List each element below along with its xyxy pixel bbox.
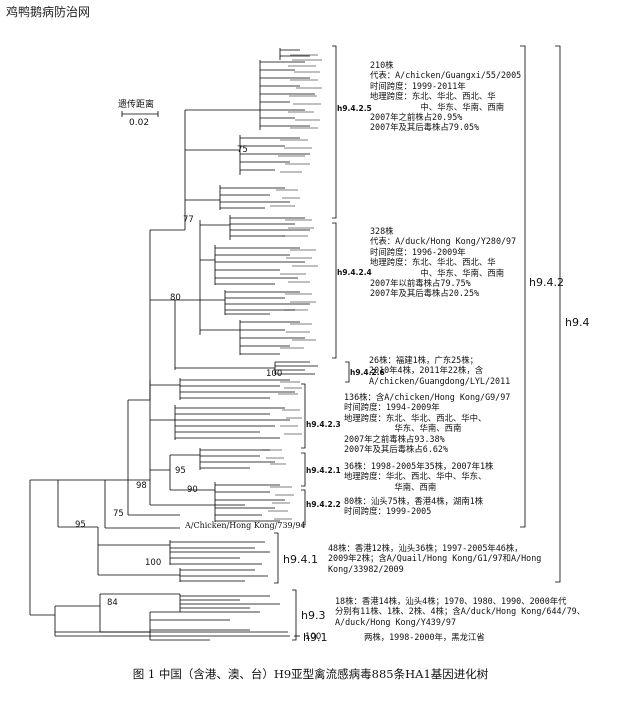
clade-brackets [274,45,561,641]
bootstrap-value: 95 [175,466,186,476]
annotation-h9-1: 两株，1998-2000年，黑龙江省 [364,632,485,642]
scale-bar [121,111,159,117]
clade-label-h9-4-2-1: h9.4.2.1 [306,466,341,475]
bootstrap-value: 98 [136,481,147,491]
annotation-h9-4-2-6: 26株：福建1株，广东25株； 2010年4株，2011年22株，含 A/chi… [369,355,511,386]
clade-label-h9-4-2: h9.4.2 [529,276,564,289]
watermark-text: 鸡鸭鹅病防治网 [6,5,91,19]
bootstrap-value: 75 [237,145,248,155]
leaf-clusters [262,54,322,520]
scale-bar-value: 0.02 [129,118,150,128]
bootstrap-value: 100 [305,632,322,642]
annotation-h9-3: 18株：香港14株，汕头4株；1970、1980、1990、2000年代 分别有… [335,596,586,627]
clade-label-h9-4-2-3: h9.4.2.3 [306,420,341,429]
bootstrap-value: 84 [107,598,118,608]
clade-label-h9-3: h9.3 [301,609,326,622]
clade-label-h9-4-2-2: h9.4.2.2 [306,500,341,509]
clade-label-h9-4-2-4: h9.4.2.4 [337,268,372,277]
clade-label-h9-1: h9.1 [303,631,328,644]
bootstrap-value: 100 [145,558,162,568]
clade-label-h9-4-2-5: h9.4.2.5 [337,104,372,113]
clade-label-h9-4-1: h9.4.1 [283,553,318,566]
sequence-label: A/Chicken/Hong Kong/739/94 [185,521,306,530]
annotation-h9-4-2-2: 80株：汕头75株，香港4株，湖南1株 时间跨度：1999-2005 [344,496,484,517]
annotation-h9-4-2-3: 136株：含A/chicken/Hong Kong/G9/97 时间跨度：199… [344,392,511,455]
annotation-h9-4-2-1: 36株：1998-2005年35株，2007年1株 地理跨度：华北、西北、华中、… [344,461,494,492]
tree-branches [29,48,318,641]
bootstrap-value: 77 [183,215,194,225]
bootstrap-value: 90 [187,485,198,495]
bootstrap-value: 80 [170,293,181,303]
annotation-h9-4-1: 48株：香港12株，汕头36株；1997-2005年46株， 2009年2株；含… [328,543,542,574]
clade-label-h9-4-2-6: h9.4.2.6 [350,368,385,377]
clade-label-h9-4: h9.4 [565,316,590,329]
annotation-h9-4-2-5: 210株 代表：A/chicken/Guangxi/55/2005 时间跨度：1… [370,60,522,133]
bootstrap-value: 95 [75,520,86,530]
bootstrap-value: 75 [113,509,124,519]
annotation-h9-4-2-4: 328株 代表：A/duck/Hong Kong/Y280/97 时间跨度：19… [370,226,517,299]
figure-caption: 图 1 中国（含港、澳、台）H9亚型禽流感病毒885条HA1基因进化树 [132,667,489,681]
scale-bar-label: 遗传距离 [118,100,155,110]
bootstrap-value: 100 [266,369,283,379]
